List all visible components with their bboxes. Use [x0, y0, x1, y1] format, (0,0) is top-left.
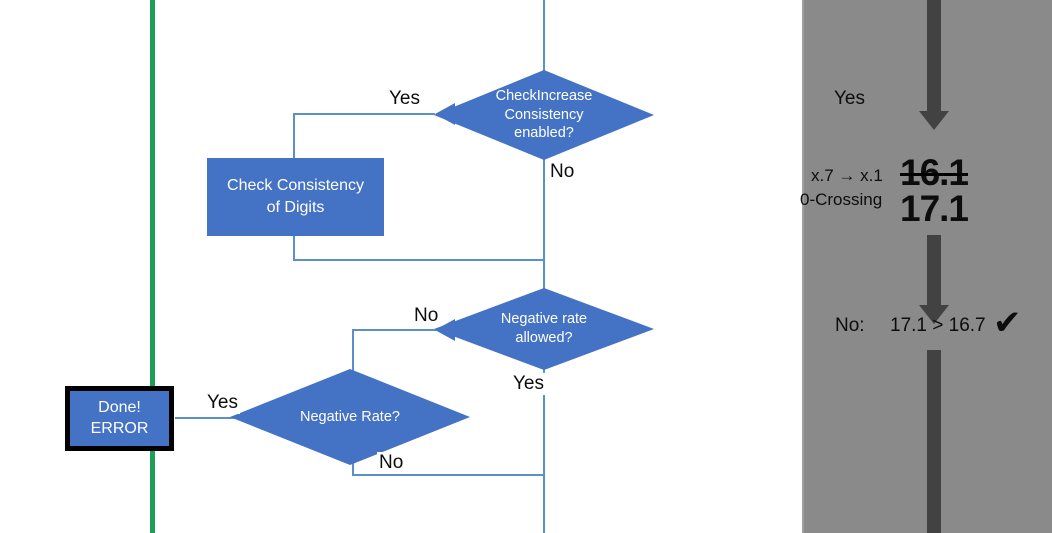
process-check-consistency-of-digits[interactable]: Check Consistency of Digits — [207, 158, 384, 236]
side-panel-left-edge — [802, 0, 804, 533]
edge-label-yes-top: Yes — [387, 88, 422, 110]
panel-no-label: No: — [835, 315, 865, 336]
connector-box-return-horizontal — [293, 259, 545, 261]
edge-label-no-bottom: No — [377, 452, 406, 474]
decision-check-increase-line1: CheckIncrease — [495, 88, 593, 105]
edge-label-yes-left: Yes — [205, 392, 240, 414]
connector-yes-left-horizontal — [175, 417, 253, 419]
connector-no-bottom-horizontal — [352, 474, 545, 476]
process-consistency-line1: Check Consistency — [227, 177, 364, 195]
terminal-done-error[interactable]: Done! ERROR — [65, 386, 174, 451]
panel-value-result: 17.1 — [900, 188, 969, 229]
decision-check-increase-line3: enabled? — [514, 125, 574, 142]
decision-negative-rate-allowed-line2: allowed? — [515, 330, 573, 346]
panel-yes-label: Yes — [834, 88, 865, 109]
check-mark-icon: ✔ — [993, 303, 1022, 343]
panel-arrow-shaft-bottom — [927, 350, 941, 533]
connector-yes-top-vertical — [293, 113, 295, 158]
edge-label-no-middle: No — [412, 305, 441, 327]
flow-spine — [543, 0, 545, 533]
edge-label-yes-middle: Yes — [511, 373, 546, 395]
panel-arrow-shaft-top — [927, 0, 941, 113]
decision-check-increase-line2: Consistency — [504, 106, 584, 123]
decision-negative-rate-allowed[interactable]: Negative rate allowed? — [434, 288, 654, 370]
decision-check-increase-consistency[interactable]: CheckIncrease Consistency enabled? — [434, 70, 654, 160]
panel-rule-line-2: 0-Crossing — [800, 190, 883, 209]
edge-label-no-top: No — [548, 161, 577, 183]
green-divider — [150, 0, 155, 533]
panel-arrow-shaft-middle — [927, 235, 941, 307]
panel-arrow-head-middle — [919, 305, 949, 324]
decision-negative-rate-allowed-line1: Negative rate — [500, 311, 588, 328]
panel-comparison: 17.1 > 16.7 — [890, 315, 986, 336]
connector-no-mid-horizontal — [352, 329, 436, 331]
decision-negative-rate-label: Negative Rate? — [300, 408, 400, 425]
terminal-done-line1: Done! — [98, 398, 141, 416]
decision-negative-rate[interactable]: Negative Rate? — [230, 369, 470, 465]
process-consistency-line2: of Digits — [266, 199, 325, 216]
connector-box-bottom-vertical — [293, 236, 295, 260]
panel-arrow-head-top — [919, 111, 949, 130]
terminal-done-line2: ERROR — [90, 419, 149, 437]
panel-value-struck: 16.1 — [900, 152, 969, 193]
connector-yes-top-horizontal — [293, 113, 435, 115]
panel-rule-line-1: x.7 → x.1 — [811, 166, 883, 185]
